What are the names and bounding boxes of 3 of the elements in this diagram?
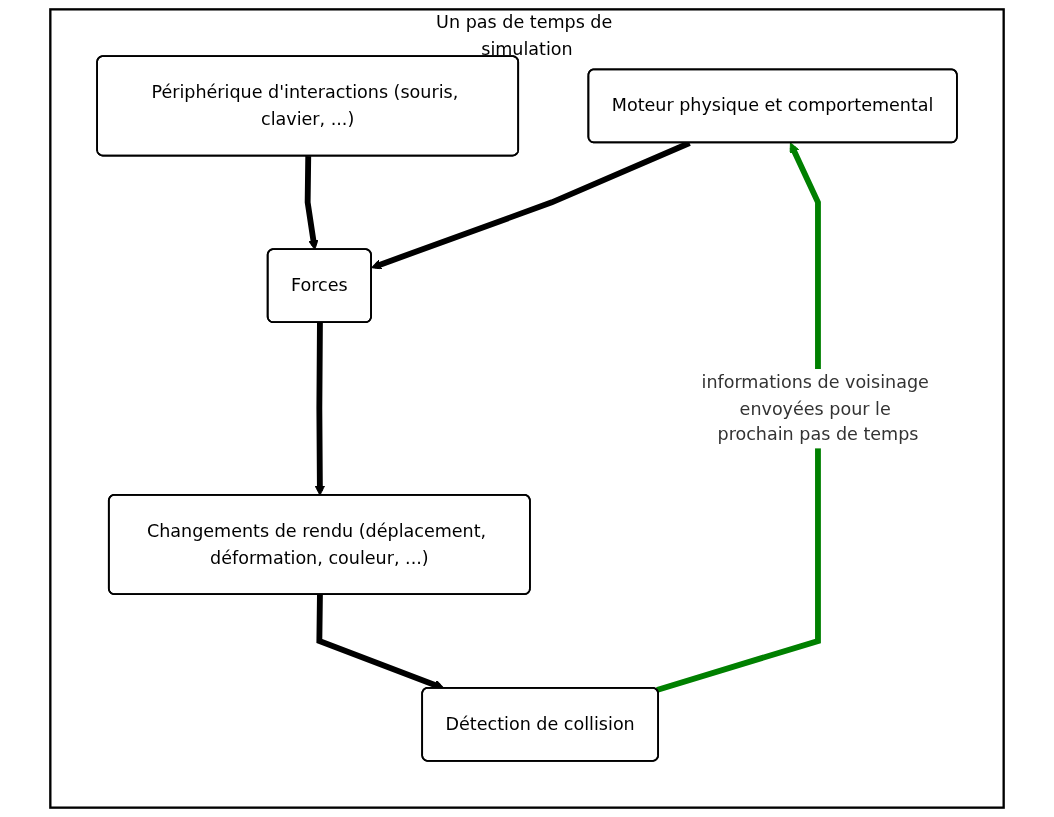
arrow [304,156,319,251]
arrow [314,322,325,496]
edge-label: informations de voisinage envoyées pour le prochain pas de temps [701,371,929,446]
